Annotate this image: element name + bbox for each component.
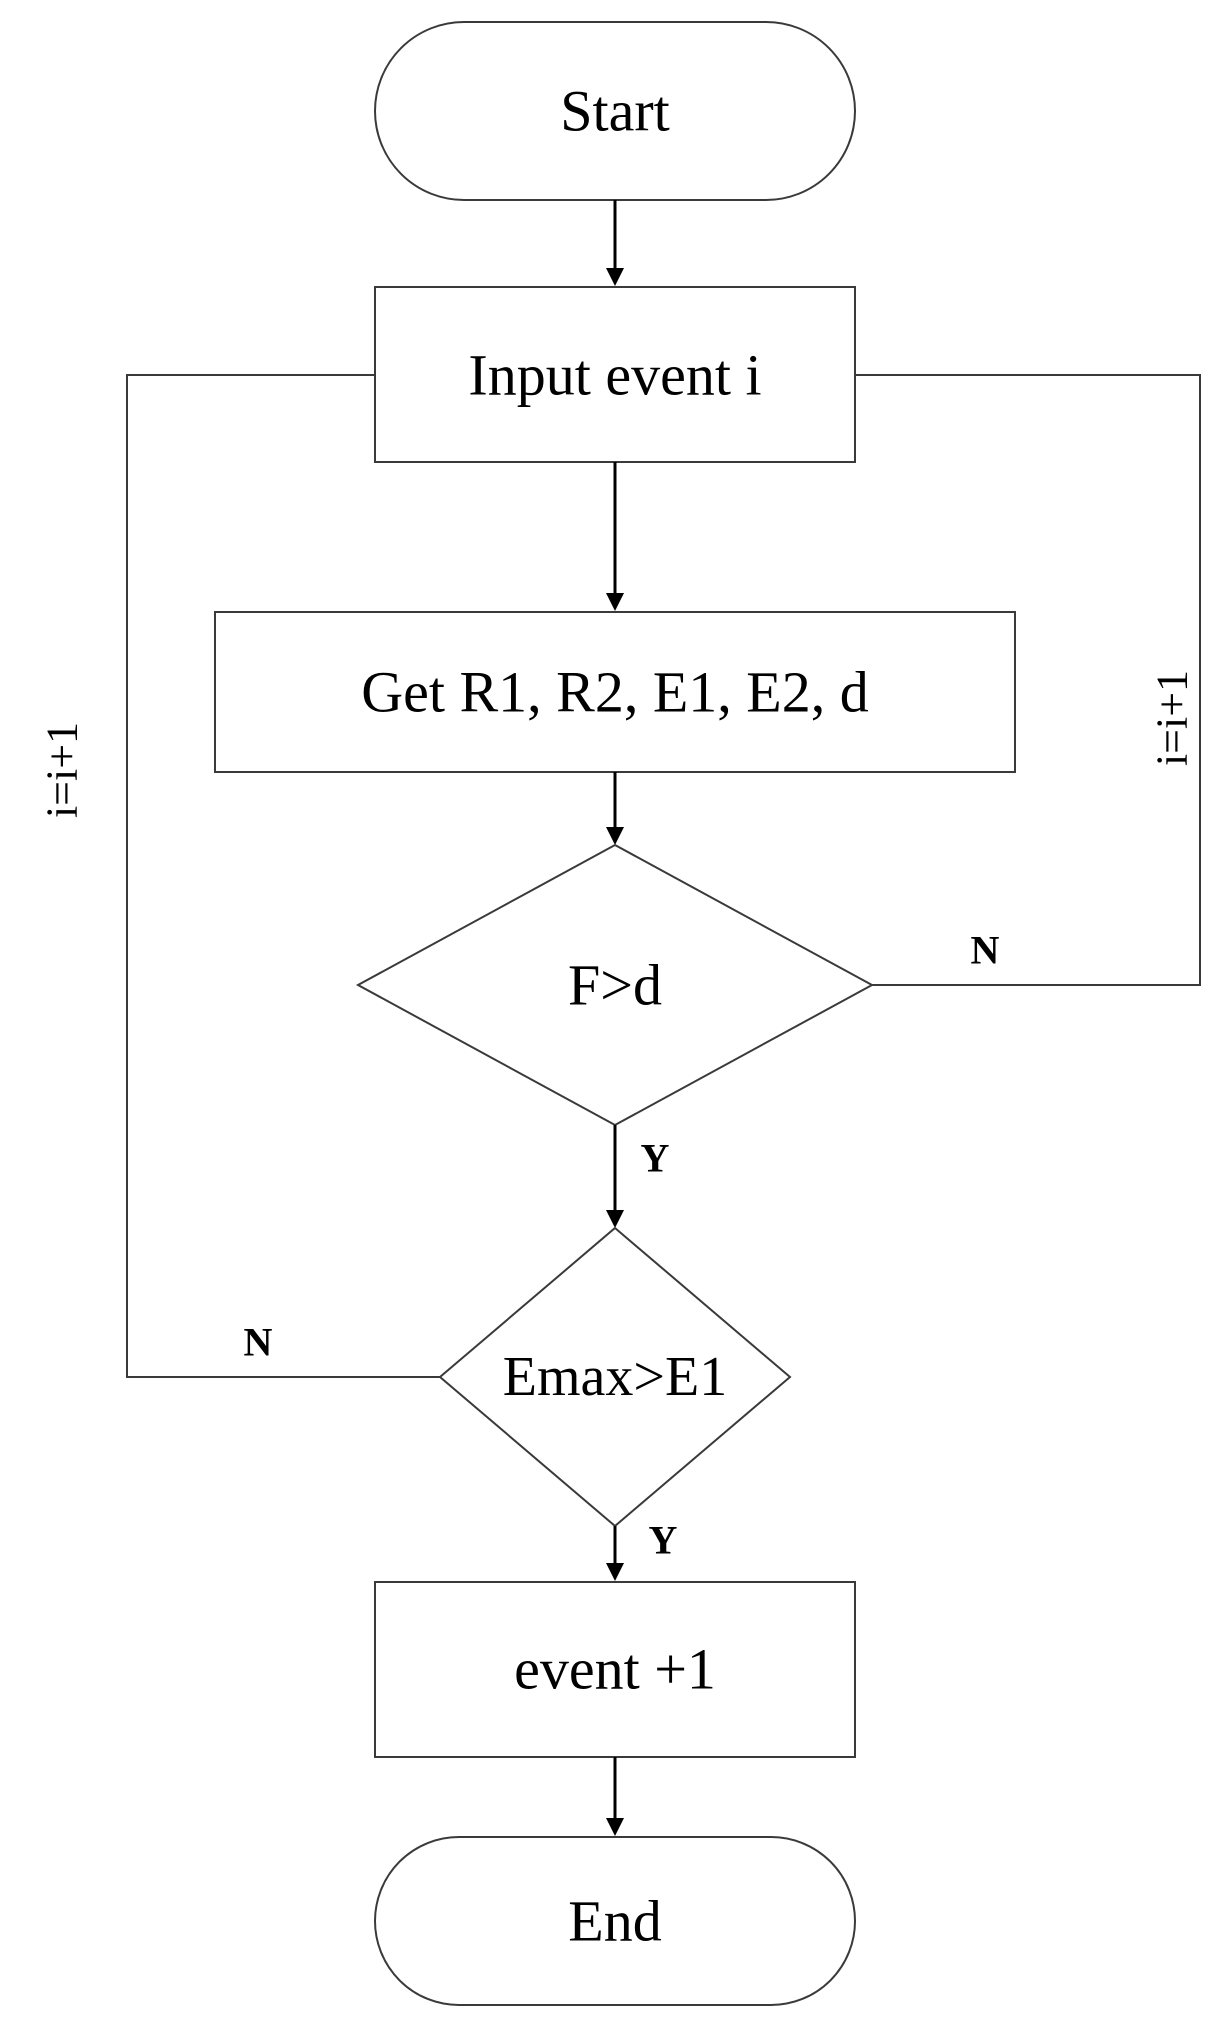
get-label: Get R1, R2, E1, E2, d bbox=[361, 660, 868, 725]
decision2-text: Emax>E1 bbox=[503, 1346, 727, 1408]
left-loop-label: i=i+1 bbox=[38, 722, 87, 818]
decision2-no-label: N bbox=[244, 1320, 273, 1365]
increment-node: event +1 bbox=[374, 1581, 856, 1758]
decision2-yes-label: Y bbox=[649, 1518, 678, 1563]
decision2-no-loop bbox=[126, 374, 440, 1378]
start-label: Start bbox=[560, 79, 670, 144]
arrow-decision1-to-decision2 bbox=[606, 1125, 624, 1228]
arrow-get-to-decision1 bbox=[606, 772, 624, 845]
decision1-label: F>d bbox=[568, 953, 662, 1018]
arrow-decision2-to-increment bbox=[606, 1526, 624, 1581]
input-node: Input event i bbox=[374, 286, 856, 463]
right-loop-label: i=i+1 bbox=[1148, 670, 1197, 766]
decision1-no-label: N bbox=[971, 928, 1000, 973]
decision1-no-loop bbox=[855, 374, 1201, 986]
increment-label: event +1 bbox=[514, 1637, 716, 1702]
arrow-input-to-get bbox=[606, 462, 624, 611]
end-node: End bbox=[374, 1836, 856, 2006]
arrow-increment-to-end bbox=[606, 1757, 624, 1836]
input-label: Input event i bbox=[468, 343, 761, 408]
start-node: Start bbox=[374, 21, 856, 201]
arrow-start-to-input bbox=[606, 200, 624, 286]
input-shape bbox=[374, 286, 856, 463]
decision1-yes-label: Y bbox=[641, 1136, 670, 1181]
decision2-node: Emax>E1 bbox=[438, 1226, 792, 1528]
end-label: End bbox=[568, 1889, 661, 1954]
decision1-node: F>d bbox=[355, 843, 875, 1127]
end-shape bbox=[374, 1836, 856, 2006]
get-node: Get R1, R2, E1, E2, d bbox=[214, 611, 1016, 773]
increment-shape bbox=[374, 1581, 856, 1758]
